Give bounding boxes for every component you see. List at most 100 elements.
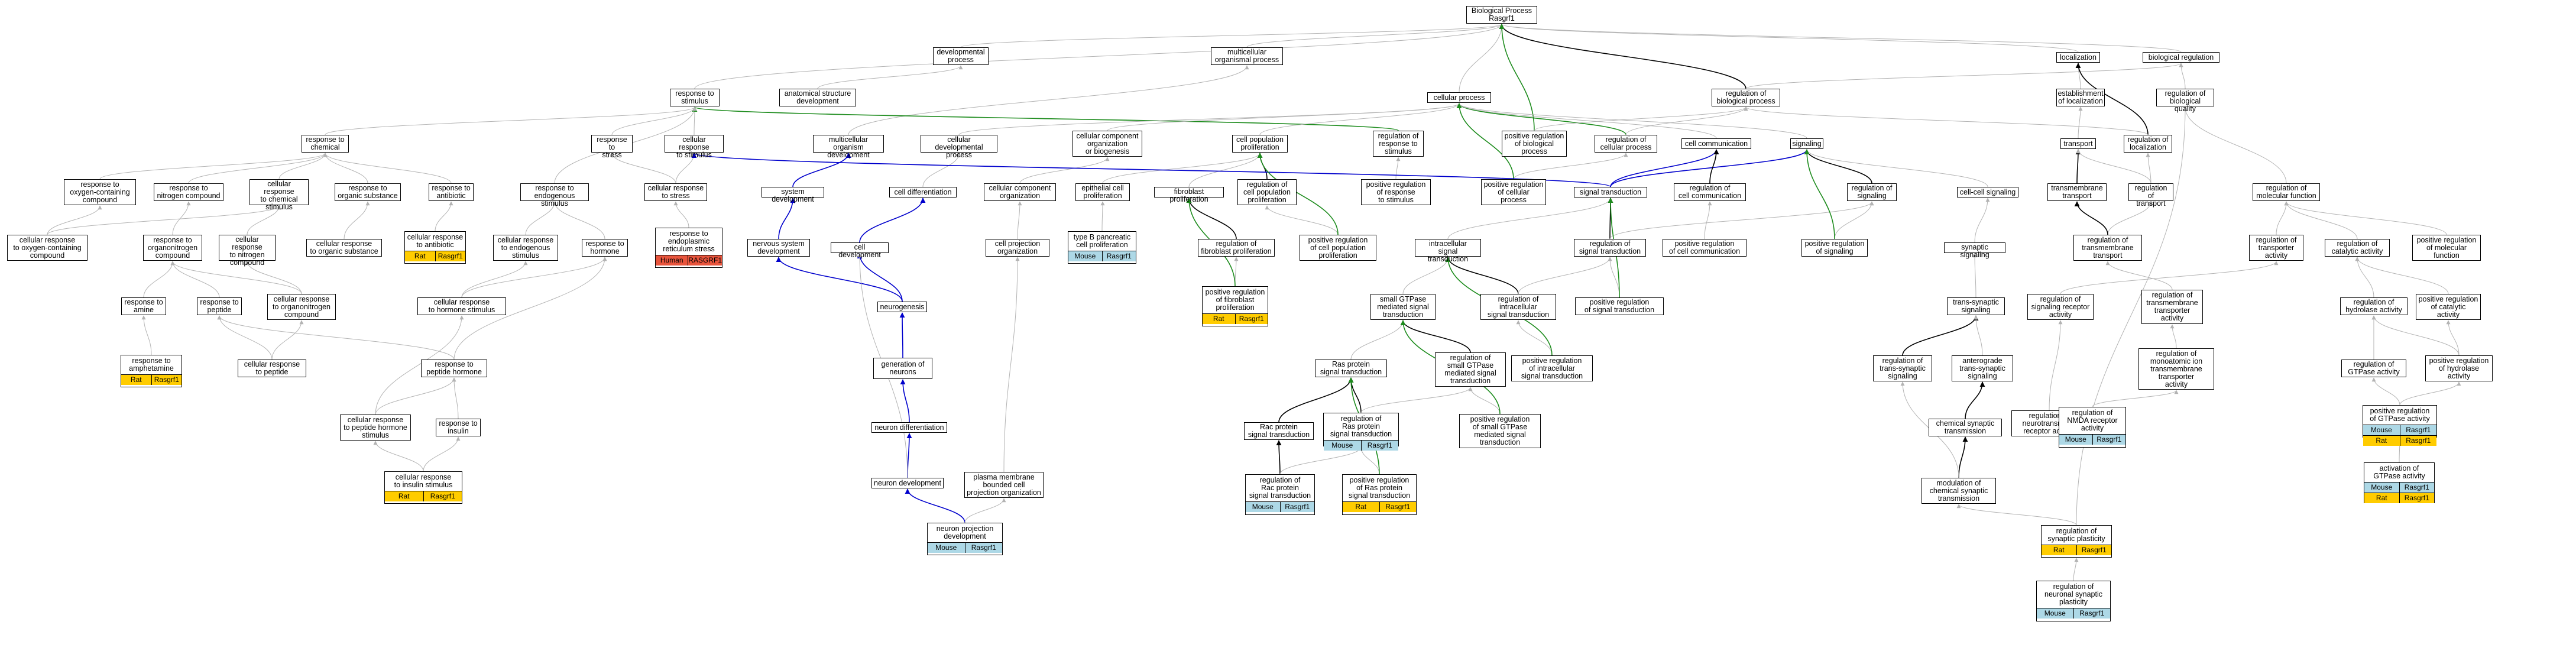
go-term-node[interactable]: signal transduction — [1574, 187, 1647, 197]
go-term-node[interactable]: cell communication — [1681, 138, 1751, 149]
go-term-node[interactable]: regulation of Rac protein signal transdu… — [1245, 474, 1315, 515]
go-term-node[interactable]: regulation of hydrolase activity — [2340, 297, 2407, 315]
go-term-node[interactable]: cell projection organization — [986, 239, 1049, 257]
go-term-node[interactable]: synaptic signaling — [1944, 242, 2005, 259]
go-term-node[interactable]: response to stress — [591, 135, 633, 159]
go-term-node[interactable]: positive regulation of response to stimu… — [1361, 179, 1431, 205]
go-term-node[interactable]: anterograde trans-synaptic signaling — [1952, 355, 2013, 381]
go-term-node[interactable]: positive regulation of fibroblast prolif… — [1202, 286, 1268, 326]
go-term-node[interactable]: transmembrane transport — [2047, 183, 2107, 201]
go-term-node[interactable]: cellular response to organonitrogen comp… — [267, 294, 336, 320]
go-term-node[interactable]: epithelial cell proliferation — [1075, 183, 1130, 201]
go-term-node[interactable]: regulation of molecular function — [2253, 183, 2320, 201]
go-term-node[interactable]: cellular component organization or bioge… — [1072, 131, 1142, 157]
go-term-node[interactable]: positive regulation of molecular functio… — [2412, 235, 2481, 261]
go-term-node[interactable]: regulation of trans-synaptic signaling — [1873, 355, 1932, 381]
go-term-node[interactable]: developmental process — [933, 47, 989, 65]
go-term-node[interactable]: cellular developmental process — [921, 135, 997, 159]
go-term-node[interactable]: plasma membrane bounded cell projection … — [964, 472, 1044, 498]
go-term-node[interactable]: response to endogenous stimulus — [520, 183, 589, 208]
go-term-node[interactable]: regulation of cellular process — [1595, 135, 1657, 153]
go-term-node[interactable]: cellular response to peptide hormone sti… — [340, 415, 411, 441]
go-term-node[interactable]: multicellular organismal process — [1211, 47, 1283, 65]
go-term-node[interactable]: response to insulin — [436, 419, 481, 436]
go-term-node[interactable]: Ras protein signal transduction — [1315, 360, 1387, 377]
go-term-node[interactable]: response to peptide hormone — [421, 360, 487, 377]
go-term-node[interactable]: transport — [2060, 138, 2096, 149]
go-term-node[interactable]: response to hormone — [582, 239, 628, 257]
go-term-node[interactable]: cellular component organization — [984, 183, 1056, 201]
go-term-node[interactable]: localization — [2056, 52, 2100, 63]
go-term-node[interactable]: regulation of biological process — [1712, 89, 1780, 106]
go-term-node[interactable]: positive regulation of catalytic activit… — [2416, 294, 2481, 320]
go-term-node[interactable]: cellular response to nitrogen compound — [219, 235, 276, 267]
go-term-node[interactable]: regulation of Ras protein signal transdu… — [1323, 413, 1399, 451]
go-term-node[interactable]: cellular response to chemical stimulus — [250, 179, 309, 211]
go-term-node[interactable]: generation of neurons — [873, 358, 932, 379]
go-term-node[interactable]: neuron differentiation — [871, 422, 947, 433]
go-term-node[interactable]: positive regulation of signal transducti… — [1575, 297, 1664, 315]
go-term-node[interactable]: cell population proliferation — [1232, 135, 1288, 153]
go-term-node[interactable]: regulation of catalytic activity — [2325, 239, 2390, 257]
go-term-node[interactable]: cellular response to peptide — [238, 360, 306, 377]
go-term-node[interactable]: response to oxygen-containing compound — [64, 179, 136, 205]
go-term-node[interactable]: regulation of intracellular signal trans… — [1480, 294, 1556, 320]
go-term-node[interactable]: fibroblast proliferation — [1154, 187, 1224, 203]
go-term-node[interactable]: cell-cell signaling — [1957, 187, 2018, 197]
go-term-node[interactable]: trans-synaptic signaling — [1947, 297, 2005, 315]
go-term-node[interactable]: cellular response to hormone stimulus — [417, 297, 506, 315]
go-term-node[interactable]: regulation of small GTPase mediated sign… — [1435, 352, 1506, 387]
go-term-node[interactable]: positive regulation of intracellular sig… — [1511, 355, 1593, 381]
go-term-node[interactable]: biological regulation — [2143, 52, 2219, 63]
go-term-node[interactable]: regulation of response to stimulus — [1373, 131, 1424, 157]
go-term-node[interactable]: positive regulation of cellular process — [1481, 179, 1546, 205]
go-term-node[interactable]: positive regulation of cell communicatio… — [1663, 239, 1747, 257]
go-term-node[interactable]: cellular response to stress — [644, 183, 707, 201]
go-term-node[interactable]: response to antibiotic — [429, 183, 474, 201]
go-term-node[interactable]: cellular response to organic substance — [306, 239, 382, 257]
go-term-node[interactable]: response to amine — [121, 297, 166, 315]
go-term-node[interactable]: regulation of localization — [2124, 135, 2172, 153]
go-term-node[interactable]: response to chemical — [302, 135, 349, 153]
go-term-node[interactable]: Rac protein signal transduction — [1244, 422, 1314, 440]
go-term-node[interactable]: response to endoplasmic reticulum stress… — [655, 228, 722, 268]
go-term-node[interactable]: regulation of signaling — [1847, 183, 1897, 201]
go-term-node[interactable]: regulation of fibroblast proliferation — [1198, 239, 1275, 257]
go-term-node[interactable]: regulation of neuronal synaptic plastici… — [2036, 581, 2111, 621]
go-term-node[interactable]: positive regulation of cell population p… — [1300, 235, 1376, 261]
go-term-node[interactable]: regulation of GTPase activity — [2341, 360, 2406, 377]
go-term-node[interactable]: Biological Process Rasgrf1 — [1466, 6, 1537, 24]
go-term-node[interactable]: regulation of signal transduction — [1574, 239, 1646, 257]
go-term-node[interactable]: multicellular organism development — [813, 135, 884, 159]
go-term-node[interactable]: cellular response to endogenous stimulus — [493, 235, 558, 261]
go-term-node[interactable]: positive regulation of small GTPase medi… — [1459, 414, 1541, 448]
go-term-node[interactable]: response to nitrogen compound — [154, 183, 223, 201]
go-term-node[interactable]: system development — [762, 187, 824, 203]
go-term-node[interactable]: cell development — [831, 242, 889, 259]
go-term-node[interactable]: nervous system development — [747, 239, 810, 257]
go-term-node[interactable]: response to organonitrogen compound — [143, 235, 202, 261]
go-term-node[interactable]: positive regulation of biological proces… — [1502, 131, 1567, 157]
go-term-node[interactable]: intracellular signal transduction — [1415, 239, 1481, 263]
go-term-node[interactable]: neurogenesis — [877, 302, 927, 312]
go-term-node[interactable]: anatomical structure development — [779, 89, 856, 106]
go-term-node[interactable]: chemical synaptic transmission — [1929, 419, 2002, 436]
go-term-node[interactable]: cellular process — [1427, 92, 1491, 103]
go-term-node[interactable]: cellular response to oxygen-containing c… — [7, 235, 88, 261]
go-term-node[interactable]: regulation of signaling receptor activit… — [2027, 294, 2094, 320]
go-term-node[interactable]: regulation of biological quality — [2156, 89, 2214, 113]
go-term-node[interactable]: regulation of monoatomic ion transmembra… — [2138, 348, 2214, 390]
go-term-node[interactable]: response to peptide — [197, 297, 242, 315]
go-term-node[interactable]: positive regulation of Ras protein signa… — [1342, 474, 1417, 515]
go-term-node[interactable]: regulation of transport — [2128, 183, 2173, 208]
go-term-node[interactable]: regulation of transporter activity — [2249, 235, 2303, 261]
go-term-node[interactable]: response to stimulus — [670, 89, 720, 106]
go-term-node[interactable]: neuron development — [871, 478, 944, 488]
